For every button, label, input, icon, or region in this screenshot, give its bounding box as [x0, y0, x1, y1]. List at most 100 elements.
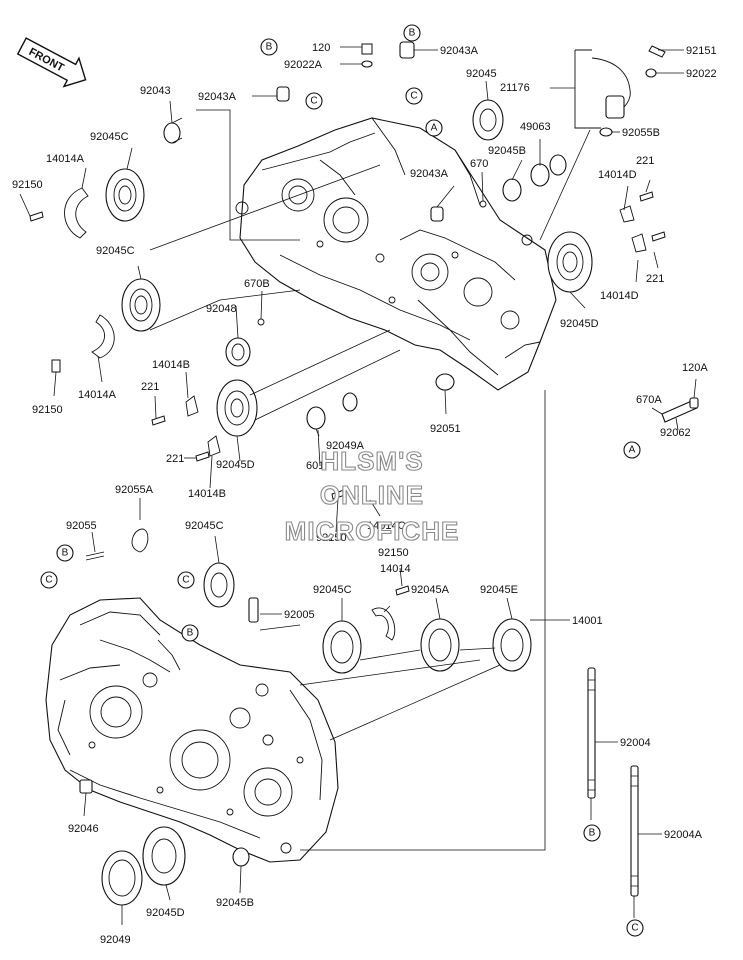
bushing-92048 — [225, 337, 251, 367]
watermark-line-3: MICROFICHE — [285, 516, 460, 546]
bracket-14014 — [371, 607, 396, 641]
watermark-line-2: ONLINE — [320, 480, 424, 510]
part-label: 14001 — [572, 615, 603, 627]
part-label: 221 — [141, 381, 159, 393]
part-label: 14014B — [188, 488, 226, 500]
part-label: 92055 — [66, 520, 97, 532]
watermark: HLSM'S ONLINE MICROFICHE — [284, 445, 460, 546]
part-label: 92049 — [100, 934, 131, 946]
part-label: 92043A — [410, 168, 449, 180]
part-label: 92045C — [313, 584, 352, 596]
part-label: 92045C — [96, 245, 135, 257]
bracket-14014d — [619, 205, 647, 253]
bearing-92045c-center — [322, 620, 362, 674]
part-label: 14014C — [367, 520, 406, 532]
part-label: 92055A — [115, 484, 154, 496]
part-label: 92151 — [686, 45, 717, 57]
part-label: 92045D — [560, 318, 599, 330]
part-label: 601 — [306, 460, 324, 472]
seal-92051 — [435, 373, 455, 391]
bracket-14014b — [185, 395, 221, 457]
part-label: 92045B — [488, 145, 526, 157]
bearing-92045-top — [472, 99, 504, 141]
watermark-line-1: HLSM'S — [320, 446, 423, 476]
part-label: 92022 — [686, 68, 717, 80]
part-label: 92150 — [12, 179, 43, 191]
part-label: 92005 — [284, 609, 315, 621]
callout-b-5: B — [589, 828, 596, 839]
part-label: 670A — [636, 394, 662, 406]
part-label: 21176 — [500, 82, 530, 94]
part-label: 92049A — [326, 440, 365, 452]
part-label: 92062 — [660, 427, 691, 439]
part-label: 92045B — [216, 897, 254, 909]
callout-c-5: C — [631, 923, 638, 934]
bearing-92045d-right — [547, 231, 593, 293]
part-label: 92045D — [216, 459, 255, 471]
part-label: 49063 — [520, 121, 551, 133]
part-label: 92045A — [411, 584, 450, 596]
part-label: 92043A — [198, 91, 237, 103]
clip-92055a — [131, 528, 149, 553]
callout-letters: B B C C A A B C C B B C — [45, 28, 638, 934]
part-label: 221 — [636, 155, 654, 167]
bracket-14014a-bottom — [91, 314, 115, 359]
callout-b-2: B — [409, 28, 416, 39]
callout-circles — [40, 24, 644, 937]
pin-92055 — [85, 551, 105, 561]
leader-lines — [19, 46, 697, 925]
part-label: 221 — [646, 273, 664, 285]
part-label: 120 — [312, 42, 330, 54]
part-label: 92004 — [620, 737, 651, 749]
part-label: 92048 — [206, 303, 237, 315]
bearing-92045d-left — [216, 379, 258, 437]
part-label: 670 — [470, 158, 488, 170]
nozzle-92062 — [661, 397, 699, 423]
bearing-92045c-lower — [203, 562, 235, 608]
part-label: 221 — [166, 453, 184, 465]
bearing-92045a — [420, 618, 460, 672]
part-label: 92045 — [466, 68, 497, 80]
part-label: 14014A — [46, 153, 85, 165]
part-label: 120A — [682, 362, 708, 374]
dowel-92046 — [79, 779, 93, 794]
part-label: 14014D — [598, 169, 637, 181]
callout-c-1: C — [310, 96, 317, 107]
part-label: 92045D — [146, 907, 185, 919]
part-label: 92043A — [440, 45, 479, 57]
callout-b-4: B — [187, 628, 194, 639]
part-label: 92055B — [622, 127, 660, 139]
callout-a-2: A — [629, 445, 636, 456]
sensor-21176 — [574, 49, 631, 137]
part-label: 670B — [244, 278, 270, 290]
callout-c-3: C — [182, 575, 189, 586]
callout-c-2: C — [410, 91, 417, 102]
part-label: 14014D — [600, 290, 639, 302]
part-label: 92051 — [430, 423, 461, 435]
upper-crankcase-half — [235, 117, 557, 391]
part-label: 92150 — [378, 547, 409, 559]
part-label: 92150 — [32, 404, 63, 416]
callout-b-3: B — [62, 548, 69, 559]
part-label: 14014A — [78, 389, 117, 401]
bracket-14014a-top — [64, 187, 89, 239]
bushing-92043a-top — [276, 41, 444, 222]
bearing-92045e — [492, 618, 532, 672]
callout-b-1: B — [266, 42, 273, 53]
lower-crankcase-half — [45, 597, 339, 863]
dowel-92005 — [248, 597, 259, 623]
part-label: 92043 — [140, 85, 171, 97]
seal-92049a — [306, 392, 358, 430]
small-bolts — [29, 43, 666, 596]
callout-c-4: C — [45, 575, 52, 586]
part-label: 92004A — [664, 829, 703, 841]
bushing-92043 — [163, 117, 183, 144]
callout-a-1: A — [431, 123, 438, 134]
part-label: 92022A — [284, 59, 323, 71]
stud-92004a — [630, 765, 639, 918]
front-arrow: FRONT — [16, 37, 87, 88]
part-label: 92046 — [68, 823, 99, 835]
seal-92045b-bottom — [232, 847, 250, 867]
bearing-92045c-top — [105, 168, 145, 222]
